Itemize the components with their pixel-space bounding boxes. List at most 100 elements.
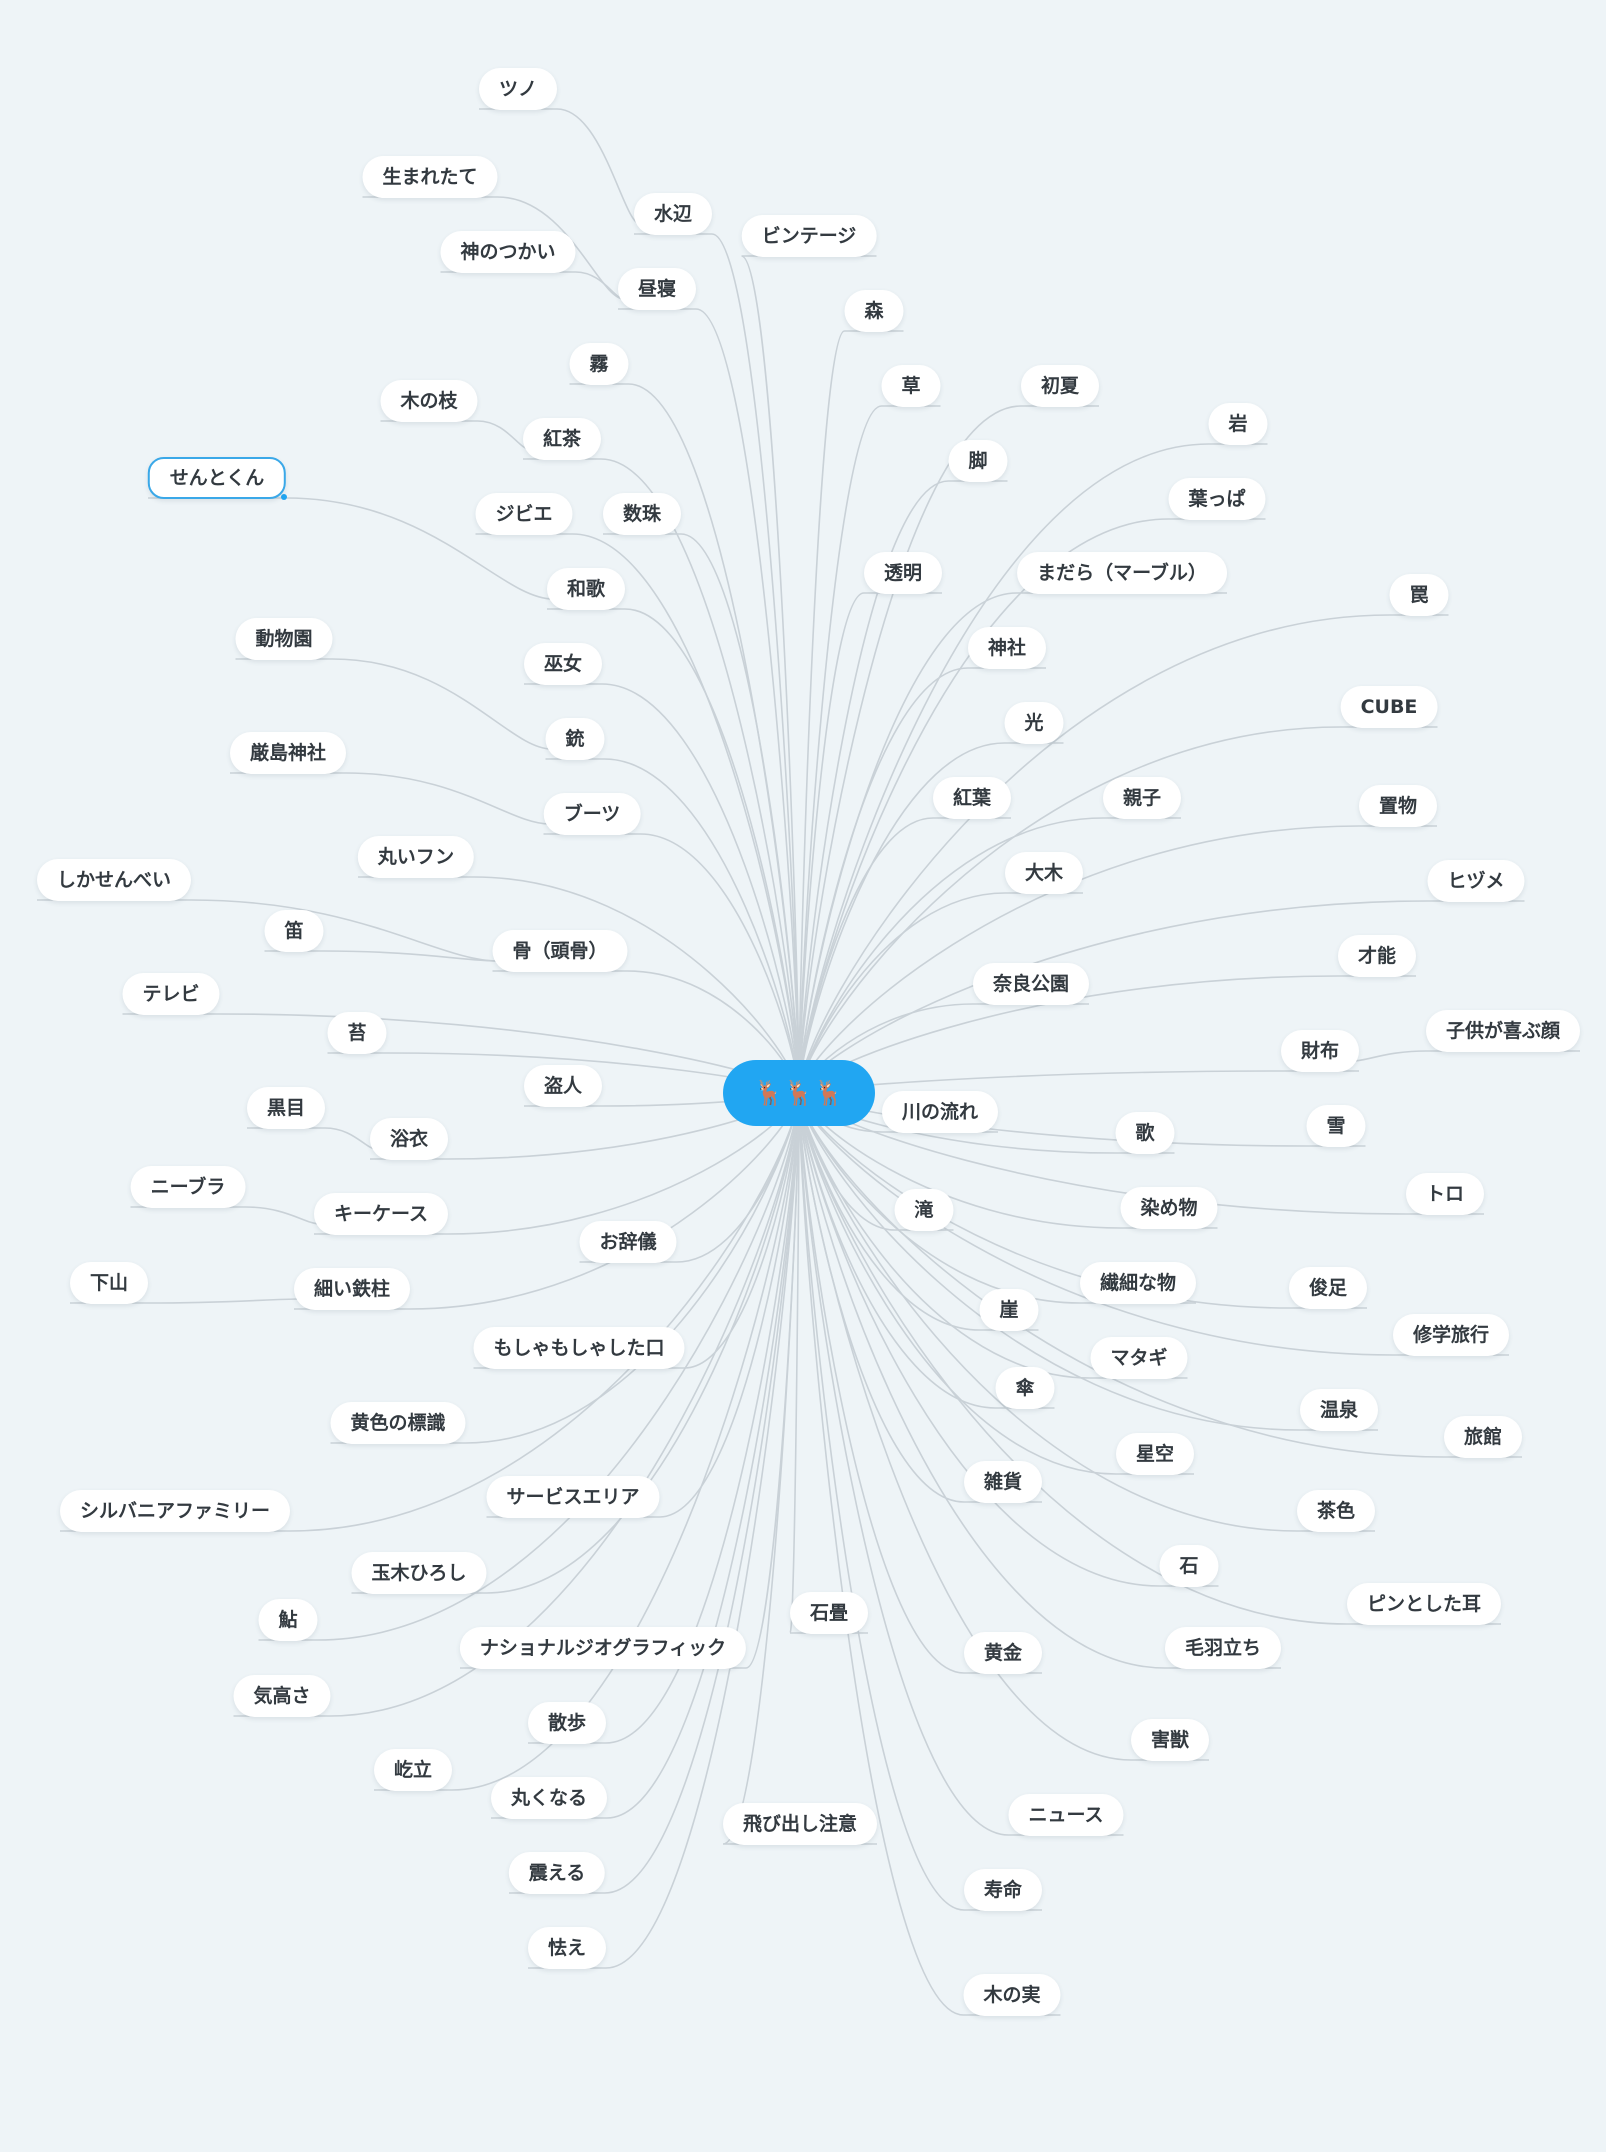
mindmap-node[interactable]: 染め物: [1120, 1187, 1218, 1229]
mindmap-node[interactable]: 数珠: [602, 493, 682, 535]
mindmap-node[interactable]: 散歩: [527, 1702, 607, 1744]
mindmap-node[interactable]: 黄色の標識: [330, 1402, 466, 1444]
mindmap-node[interactable]: サービスエリア: [486, 1476, 660, 1518]
mindmap-node[interactable]: ナショナルジオグラフィック: [459, 1627, 747, 1669]
mindmap-node[interactable]: 神社: [967, 627, 1047, 669]
mindmap-node-selected[interactable]: せんとくん: [147, 457, 287, 499]
mindmap-node[interactable]: 傘: [995, 1367, 1055, 1409]
mindmap-node[interactable]: 茶色: [1296, 1490, 1376, 1532]
mindmap-node[interactable]: 寿命: [963, 1869, 1043, 1911]
mindmap-node[interactable]: 透明: [863, 552, 943, 594]
mindmap-node[interactable]: 雪: [1306, 1105, 1366, 1147]
mindmap-node[interactable]: 丸いフン: [357, 836, 475, 878]
mindmap-node[interactable]: 雑貨: [963, 1461, 1043, 1503]
mindmap-node[interactable]: ピンとした耳: [1346, 1583, 1502, 1625]
mindmap-node[interactable]: 財布: [1280, 1030, 1360, 1072]
mindmap-node[interactable]: 子供が喜ぶ顔: [1425, 1010, 1581, 1052]
root-node[interactable]: 🦌🦌🦌: [723, 1060, 875, 1126]
mindmap-node[interactable]: 草: [881, 365, 941, 407]
mindmap-node[interactable]: CUBE: [1340, 686, 1438, 728]
mindmap-node[interactable]: お辞儀: [579, 1221, 677, 1263]
mindmap-node[interactable]: 玉木ひろし: [351, 1552, 487, 1594]
mindmap-node[interactable]: 石: [1159, 1545, 1219, 1587]
mindmap-node[interactable]: ジビエ: [475, 493, 573, 535]
mindmap-node[interactable]: 浴衣: [369, 1118, 449, 1160]
mindmap-node[interactable]: 霧: [569, 343, 629, 385]
mindmap-node[interactable]: 生まれたて: [362, 156, 498, 198]
mindmap-node[interactable]: 光: [1004, 702, 1064, 744]
connector-line: [130, 1206, 321, 1225]
mindmap-node[interactable]: 巫女: [523, 643, 603, 685]
mindmap-node[interactable]: 奈良公園: [972, 963, 1090, 1005]
mindmap-node[interactable]: 紅茶: [522, 418, 602, 460]
mindmap-node[interactable]: 脚: [948, 440, 1008, 482]
mindmap-node[interactable]: 才能: [1337, 935, 1417, 977]
mindmap-node[interactable]: ブーツ: [543, 793, 641, 835]
mindmap-node[interactable]: 細い鉄柱: [293, 1268, 411, 1310]
mindmap-node[interactable]: 崖: [979, 1289, 1039, 1331]
mindmap-node[interactable]: 苔: [327, 1012, 387, 1054]
mindmap-node[interactable]: 旅館: [1443, 1416, 1523, 1458]
connector-line: [798, 1092, 1124, 1836]
mindmap-node[interactable]: ニーブラ: [130, 1166, 246, 1208]
mindmap-node[interactable]: 気高さ: [233, 1675, 331, 1717]
mindmap-node[interactable]: 震える: [508, 1852, 606, 1894]
mindmap-node[interactable]: 岩: [1208, 403, 1268, 445]
mindmap-node[interactable]: 川の流れ: [881, 1091, 999, 1133]
mindmap-node[interactable]: 動物園: [235, 618, 333, 660]
mindmap-node[interactable]: ビンテージ: [741, 215, 877, 257]
mindmap-node[interactable]: 大木: [1004, 852, 1084, 894]
mindmap-node[interactable]: 温泉: [1299, 1389, 1379, 1431]
mindmap-node[interactable]: 滝: [894, 1189, 954, 1231]
mindmap-node[interactable]: もしゃもしゃした口: [473, 1327, 685, 1369]
selection-handle[interactable]: [281, 494, 287, 500]
mindmap-node[interactable]: 置物: [1358, 785, 1438, 827]
mindmap-node[interactable]: テレビ: [122, 973, 220, 1015]
mindmap-node[interactable]: 修学旅行: [1392, 1314, 1510, 1356]
mindmap-node[interactable]: 盗人: [523, 1065, 603, 1107]
mindmap-node[interactable]: 銃: [545, 718, 605, 760]
mindmap-node[interactable]: キーケース: [313, 1193, 449, 1235]
mindmap-node[interactable]: トロ: [1405, 1173, 1485, 1215]
mindmap-node[interactable]: 神のつかい: [440, 231, 576, 273]
mindmap-node[interactable]: 厳島神社: [229, 732, 347, 774]
mindmap-node[interactable]: マタギ: [1090, 1337, 1188, 1379]
mindmap-node[interactable]: 葉っぱ: [1168, 478, 1266, 520]
mindmap-node[interactable]: 星空: [1115, 1433, 1195, 1475]
mindmap-node[interactable]: 木の実: [963, 1974, 1061, 2016]
mindmap-node[interactable]: シルバニアファミリー: [59, 1490, 291, 1532]
mindmap-node[interactable]: 害獣: [1130, 1719, 1210, 1761]
mindmap-node[interactable]: 木の枝: [380, 380, 478, 422]
mindmap-node[interactable]: 繊細な物: [1079, 1262, 1197, 1304]
mindmap-node[interactable]: まだら（マーブル）: [1017, 552, 1227, 594]
mindmap-node[interactable]: 罠: [1389, 574, 1449, 616]
mindmap-node[interactable]: ニュース: [1008, 1794, 1124, 1836]
mindmap-node[interactable]: 笛: [264, 910, 324, 952]
mindmap-node[interactable]: 鮎: [258, 1599, 318, 1641]
mindmap-node[interactable]: 骨（頭骨）: [492, 930, 628, 972]
mindmap-node[interactable]: 森: [844, 290, 904, 332]
mindmap-node[interactable]: 石畳: [789, 1592, 869, 1634]
mindmap-node[interactable]: ツノ: [478, 68, 558, 110]
mindmap-node[interactable]: 和歌: [546, 568, 626, 610]
mindmap-node[interactable]: 俊足: [1288, 1267, 1368, 1309]
mindmap-node[interactable]: 親子: [1102, 777, 1182, 819]
mindmap-node[interactable]: 黄金: [963, 1632, 1043, 1674]
mindmap-node[interactable]: 怯え: [527, 1927, 607, 1969]
mindmap-node[interactable]: 屹立: [373, 1749, 453, 1791]
mindmap-node[interactable]: 黒目: [246, 1087, 326, 1129]
mindmap-node[interactable]: 歌: [1115, 1112, 1175, 1154]
connector-line: [789, 1092, 868, 1634]
mindmap-node[interactable]: 丸くなる: [490, 1777, 608, 1819]
mindmap-node[interactable]: 水辺: [633, 193, 713, 235]
mindmap-node[interactable]: しかせんべい: [36, 859, 192, 901]
mindmap-node[interactable]: ヒヅメ: [1427, 860, 1525, 902]
mindmap-node[interactable]: 初夏: [1020, 365, 1100, 407]
mindmap-node[interactable]: 毛羽立ち: [1164, 1627, 1282, 1669]
mindmap-node[interactable]: 昼寝: [617, 268, 697, 310]
mindmap-node[interactable]: 下山: [69, 1262, 149, 1304]
mindmap-node[interactable]: 紅葉: [932, 777, 1012, 819]
mindmap-node[interactable]: 飛び出し注意: [722, 1803, 878, 1845]
connector-line: [798, 592, 942, 1094]
